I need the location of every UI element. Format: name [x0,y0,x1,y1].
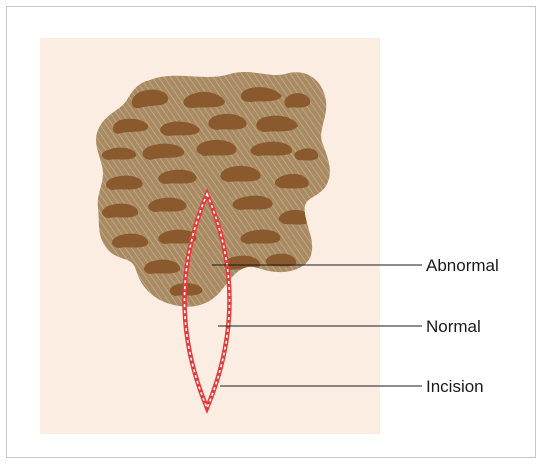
normal-label: Normal [426,317,481,336]
abnormal-label: Abnormal [426,256,499,275]
incision-label: Incision [426,377,484,396]
